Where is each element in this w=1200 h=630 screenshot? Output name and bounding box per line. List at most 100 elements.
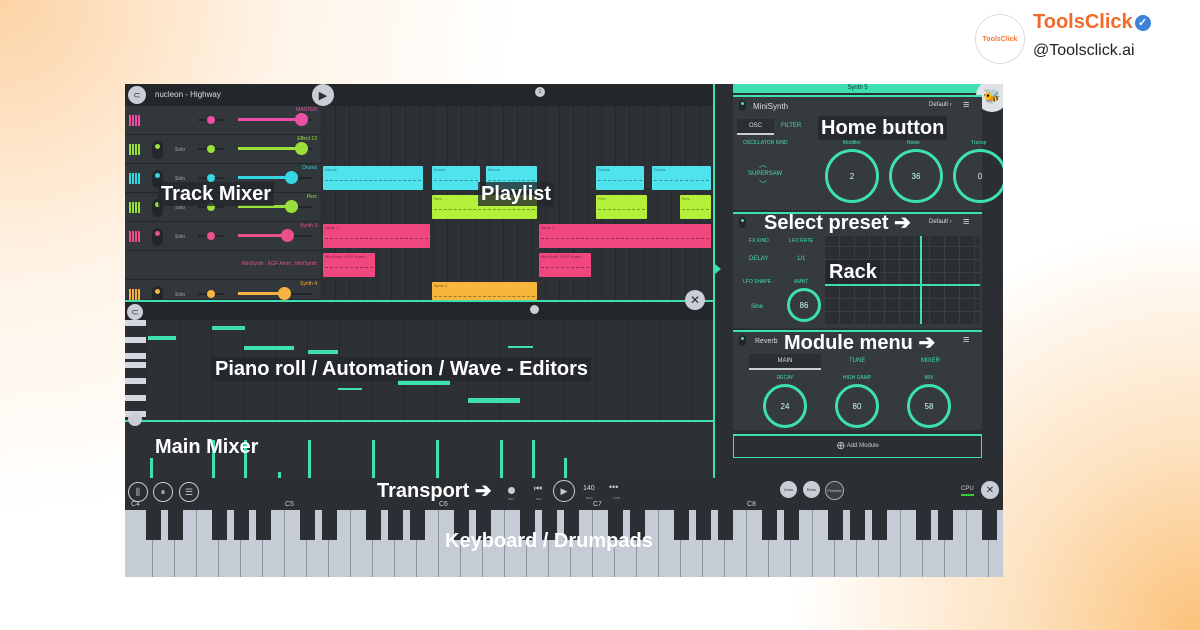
automation-point[interactable] <box>532 440 535 478</box>
white-key[interactable] <box>791 510 813 577</box>
automation-point[interactable] <box>372 440 375 478</box>
preset-selector[interactable]: Default › <box>929 219 952 225</box>
white-key[interactable] <box>659 510 681 577</box>
tab-main[interactable]: MAIN <box>749 354 821 370</box>
bpm-value[interactable]: 140 <box>583 485 595 492</box>
channel-rack-button[interactable]: ⏸ <box>153 482 173 502</box>
more-icon[interactable]: ••• <box>609 482 619 492</box>
white-key[interactable] <box>219 510 241 577</box>
playlist-clip[interactable]: Synth 3 <box>323 224 430 248</box>
solo-button[interactable]: Solo <box>175 205 186 211</box>
white-key[interactable] <box>747 510 769 577</box>
black-key[interactable] <box>168 510 183 540</box>
piano-roll-keys[interactable] <box>125 320 147 420</box>
volume-slider[interactable] <box>238 287 312 300</box>
undo-button[interactable]: Undo <box>780 481 797 498</box>
black-key[interactable] <box>542 510 557 540</box>
volume-slider[interactable] <box>238 229 312 242</box>
white-key[interactable] <box>439 510 461 577</box>
white-key[interactable] <box>615 510 637 577</box>
amnt-knob[interactable]: 86 <box>787 288 821 322</box>
note[interactable] <box>212 326 245 330</box>
osc-up-icon[interactable]: ︿ <box>759 160 767 169</box>
editor-splitter[interactable] <box>125 420 713 422</box>
black-key[interactable] <box>410 510 425 540</box>
collapse-rack-arrow[interactable] <box>715 264 726 274</box>
pan-slider[interactable] <box>198 232 224 240</box>
note[interactable] <box>148 336 176 340</box>
piano-key[interactable] <box>125 336 146 343</box>
solo-button[interactable]: Solo <box>175 234 186 240</box>
white-key[interactable] <box>549 510 571 577</box>
note[interactable] <box>398 380 450 385</box>
playlist-clip[interactable]: Drums <box>431 166 480 190</box>
playlist-clip[interactable]: Drums <box>323 166 423 190</box>
white-key[interactable] <box>131 510 153 577</box>
note[interactable] <box>244 346 294 350</box>
white-key[interactable] <box>857 510 879 577</box>
pan-slider[interactable] <box>198 203 224 211</box>
knob-noise[interactable]: 36 <box>889 149 943 203</box>
white-key[interactable] <box>835 510 857 577</box>
playlist-clip[interactable]: Drums <box>596 166 645 190</box>
playlist-clip[interactable]: MiniSynth : EGF Amnt... <box>538 253 592 277</box>
menu-logo-button[interactable]: ⊂ <box>128 86 146 104</box>
rack-divider[interactable] <box>713 84 715 478</box>
add-module-button[interactable]: ⊕ Add Module <box>733 434 982 458</box>
black-key[interactable] <box>322 510 337 540</box>
black-key[interactable] <box>146 510 161 540</box>
piano-key[interactable] <box>125 394 146 401</box>
lfo-rate-value[interactable]: 1/1 <box>797 256 806 262</box>
solo-button[interactable]: Solo <box>175 292 186 298</box>
knob-decay[interactable]: 24 <box>763 384 807 428</box>
preview-button[interactable]: Preview <box>825 481 844 500</box>
rewind-button[interactable]: ⏮ <box>534 483 543 493</box>
pan-slider[interactable] <box>198 116 224 124</box>
pan-slider[interactable] <box>198 290 224 298</box>
black-key[interactable] <box>784 510 799 540</box>
white-key[interactable] <box>395 510 417 577</box>
white-key[interactable] <box>197 510 219 577</box>
black-key[interactable] <box>256 510 271 540</box>
white-key[interactable] <box>769 510 791 577</box>
white-key[interactable] <box>593 510 615 577</box>
mute-toggle[interactable] <box>152 141 163 159</box>
white-key[interactable] <box>417 510 439 577</box>
black-key[interactable] <box>938 510 953 540</box>
white-key[interactable] <box>241 510 263 577</box>
black-key[interactable] <box>762 510 777 540</box>
white-key[interactable] <box>527 510 549 577</box>
transport-play-button[interactable]: ▶ <box>553 480 575 502</box>
piano-key[interactable] <box>125 361 146 368</box>
black-key[interactable] <box>520 510 535 540</box>
splitter-handle[interactable] <box>128 412 142 426</box>
fx-kind-value[interactable]: DELAY <box>749 256 769 262</box>
black-key[interactable] <box>850 510 865 540</box>
black-key[interactable] <box>476 510 491 540</box>
white-key[interactable] <box>725 510 747 577</box>
playlist-clip[interactable]: Synth 3 <box>538 224 711 248</box>
volume-slider[interactable] <box>238 142 312 155</box>
black-key[interactable] <box>718 510 733 540</box>
white-key[interactable] <box>923 510 945 577</box>
white-key[interactable] <box>571 510 593 577</box>
white-key[interactable] <box>351 510 373 577</box>
volume-slider[interactable] <box>238 171 312 184</box>
lfo-shape-value[interactable]: Sine <box>751 304 764 310</box>
note[interactable] <box>338 388 362 390</box>
tab-filter[interactable]: FILTER <box>781 123 802 129</box>
black-key[interactable] <box>916 510 931 540</box>
automation-point[interactable] <box>150 458 153 478</box>
white-key[interactable] <box>373 510 395 577</box>
white-key[interactable] <box>967 510 989 577</box>
black-key[interactable] <box>674 510 689 540</box>
piano-key[interactable] <box>125 320 146 326</box>
note[interactable] <box>508 346 533 348</box>
white-key[interactable] <box>703 510 725 577</box>
osc-down-icon[interactable]: ﹀ <box>759 180 767 189</box>
automation-point[interactable] <box>212 440 215 478</box>
black-key[interactable] <box>212 510 227 540</box>
note[interactable] <box>468 398 520 403</box>
playlist-clip[interactable]: MiniSynth : EGF Amnt... <box>323 253 376 277</box>
